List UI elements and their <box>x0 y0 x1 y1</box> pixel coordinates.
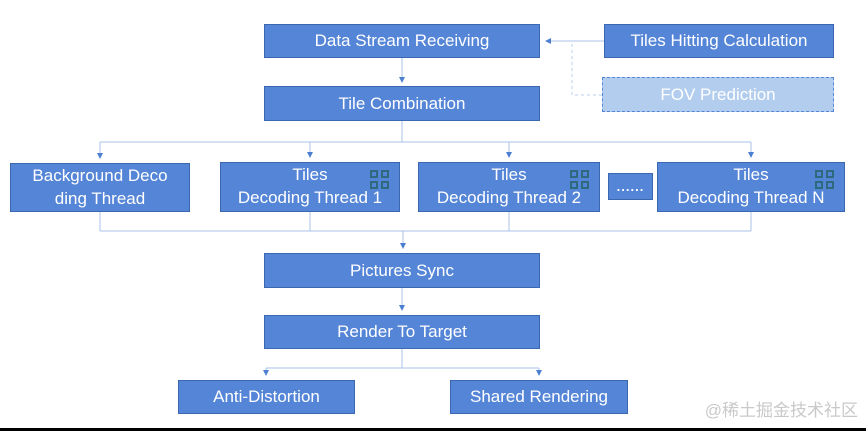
node-label: ...... <box>616 179 645 194</box>
node-label-line1: Tiles <box>491 165 527 185</box>
node-label-line1: Tiles <box>292 165 328 185</box>
node-fov-prediction: FOV Prediction <box>602 77 834 112</box>
node-label: Pictures Sync <box>350 260 454 280</box>
node-label: Render To Target <box>337 322 467 341</box>
node-label-line1: Background Deco <box>32 166 168 186</box>
node-label-line2: ding Thread <box>54 188 146 208</box>
tiles-grid-icon <box>370 170 392 192</box>
bottom-border-bar <box>0 428 866 431</box>
node-shared-rendering: Shared Rendering <box>450 380 628 414</box>
watermark: @稀土掘金技术社区 <box>704 401 858 420</box>
tiles-grid-icon <box>815 170 837 192</box>
node-tiles-decoding-thread-2: Tiles Decoding Thread 2 <box>418 162 600 212</box>
node-tiles-hitting-calculation: Tiles Hitting Calculation <box>604 24 834 58</box>
node-label-line1: Tiles <box>733 165 769 185</box>
node-tiles-decoding-thread-1: Tiles Decoding Thread 1 <box>220 162 400 212</box>
node-label: Tile Combination <box>338 93 466 113</box>
node-render-to-target: Render To Target <box>264 315 540 349</box>
node-ellipsis: ...... <box>608 173 653 200</box>
node-label-line2: Decoding Thread N <box>677 188 825 207</box>
node-tile-combination: Tile Combination <box>264 86 540 121</box>
node-tiles-decoding-thread-n: Tiles Decoding Thread N <box>657 162 845 212</box>
node-label: Shared Rendering <box>470 387 608 406</box>
node-label: FOV Prediction <box>660 84 776 104</box>
node-data-stream-receiving: Data Stream Receiving <box>264 24 540 58</box>
node-pictures-sync: Pictures Sync <box>264 253 540 288</box>
tiles-grid-icon <box>570 170 592 192</box>
node-label: Anti-Distortion <box>213 387 320 406</box>
node-label-line2: Decoding Thread 1 <box>237 188 383 207</box>
node-background-decoding-thread: Background Deco ding Thread <box>10 163 190 212</box>
node-label: Tiles Hitting Calculation <box>630 31 808 50</box>
node-anti-distortion: Anti-Distortion <box>178 380 355 414</box>
node-label-line2: Decoding Thread 2 <box>436 188 582 207</box>
node-label: Data Stream Receiving <box>314 31 490 50</box>
